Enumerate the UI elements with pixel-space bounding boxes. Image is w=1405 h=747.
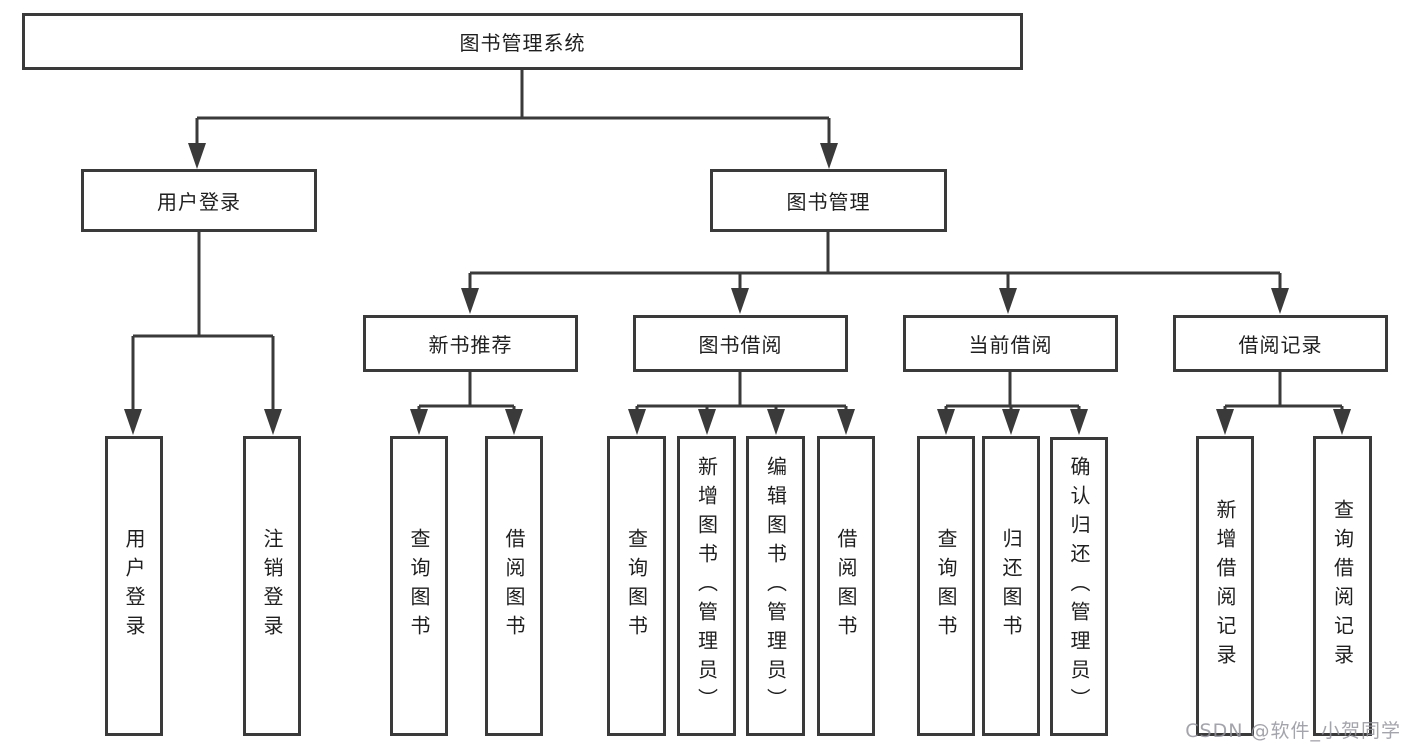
node-user-login-module: 用户登录 <box>81 169 317 232</box>
leaf-current-return-books: 归还图书 <box>982 436 1040 736</box>
leaf-borrowing-borrow-books-label: 借阅图书 <box>834 528 858 644</box>
leaf-records-query-borrow-record-label: 查询借阅记录 <box>1330 499 1355 673</box>
node-borrowing-records: 借阅记录 <box>1173 315 1388 372</box>
leaf-recommend-query-books-label: 查询图书 <box>407 528 431 644</box>
node-current-borrowing-label: 当前借阅 <box>968 333 1053 357</box>
leaf-borrowing-query-books-label: 查询图书 <box>624 528 649 644</box>
node-new-book-recommend-label: 新书推荐 <box>428 333 513 357</box>
leaf-recommend-query-books: 查询图书 <box>390 436 448 736</box>
leaf-current-query-books: 查询图书 <box>917 436 975 736</box>
node-current-borrowing: 当前借阅 <box>903 315 1118 372</box>
node-borrowing-records-label: 借阅记录 <box>1238 333 1323 357</box>
leaf-user-login: 用户登录 <box>105 436 163 736</box>
leaf-borrowing-edit-books-admin-label: 编辑图书（管理员） <box>763 455 788 717</box>
leaf-borrowing-add-books-admin-label: 新增图书（管理员） <box>694 455 719 717</box>
leaf-borrowing-edit-books-admin: 编辑图书（管理员） <box>746 436 805 736</box>
node-book-management-module: 图书管理 <box>710 169 947 232</box>
leaf-logout: 注销登录 <box>243 436 301 736</box>
leaf-records-add-borrow-record: 新增借阅记录 <box>1196 436 1254 736</box>
leaf-current-confirm-return-admin: 确认归还（管理员） <box>1050 437 1108 736</box>
node-new-book-recommend: 新书推荐 <box>363 315 578 372</box>
node-root-label: 图书管理系统 <box>459 31 586 55</box>
leaf-borrowing-add-books-admin: 新增图书（管理员） <box>677 436 736 736</box>
leaf-recommend-borrow-books-label: 借阅图书 <box>502 528 526 644</box>
leaf-user-login-label: 用户登录 <box>122 528 146 644</box>
leaf-borrowing-borrow-books: 借阅图书 <box>817 436 875 736</box>
leaf-records-add-borrow-record-label: 新增借阅记录 <box>1213 499 1237 673</box>
csdn-watermark: CSDN @软件_小贺同学 <box>1185 720 1401 742</box>
node-root-library-system: 图书管理系统 <box>22 13 1023 70</box>
leaf-recommend-borrow-books: 借阅图书 <box>485 436 543 736</box>
leaf-current-query-books-label: 查询图书 <box>934 528 958 644</box>
leaf-records-query-borrow-record: 查询借阅记录 <box>1313 436 1372 736</box>
leaf-borrowing-query-books: 查询图书 <box>607 436 666 736</box>
node-book-management-label: 图书管理 <box>786 190 871 214</box>
node-book-borrowing-label: 图书借阅 <box>698 333 783 357</box>
node-book-borrowing: 图书借阅 <box>633 315 848 372</box>
node-user-login-label: 用户登录 <box>157 190 241 214</box>
leaf-current-return-books-label: 归还图书 <box>999 528 1023 644</box>
leaf-current-confirm-return-admin-label: 确认归还（管理员） <box>1067 456 1091 717</box>
leaf-logout-label: 注销登录 <box>260 528 284 644</box>
